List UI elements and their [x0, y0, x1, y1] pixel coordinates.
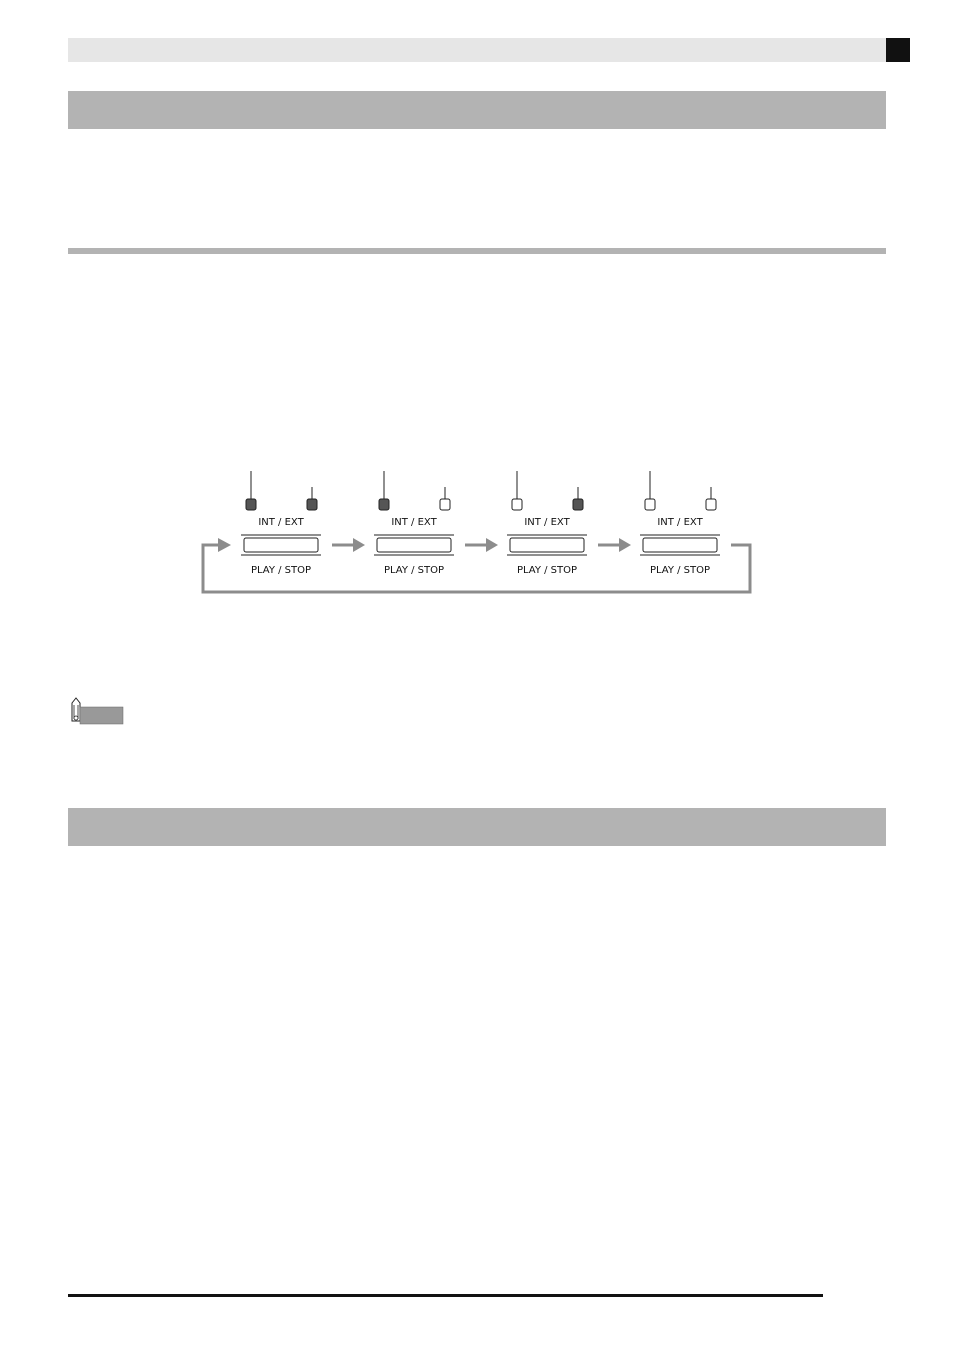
ext-led-indicator — [439, 498, 451, 511]
section-heading-band-2 — [68, 808, 886, 846]
ext-led-indicator — [572, 498, 584, 511]
pencil-icon — [71, 697, 81, 722]
return-loop-arrow — [201, 543, 752, 594]
int-ext-label: INT / EXT — [524, 517, 570, 528]
play-stop-button — [376, 537, 452, 553]
play-stop-label: PLAY / STOP — [650, 565, 710, 576]
play-stop-button — [642, 537, 718, 553]
note-badge — [71, 697, 124, 725]
int-led-indicator — [644, 498, 656, 511]
note-label-box — [79, 706, 124, 725]
chapter-tab — [886, 38, 910, 62]
int-ext-label: INT / EXT — [391, 517, 437, 528]
section-heading-band-1 — [68, 91, 886, 129]
arrow-head — [619, 538, 631, 552]
play-stop-label: PLAY / STOP — [251, 565, 311, 576]
int-led-indicator — [511, 498, 523, 511]
play-stop-label: PLAY / STOP — [384, 565, 444, 576]
int-led-indicator — [378, 498, 390, 511]
play-stop-button — [509, 537, 585, 553]
subsection-rule — [68, 248, 886, 254]
ext-led-indicator — [705, 498, 717, 511]
footer-rule — [68, 1294, 823, 1297]
int-led-indicator — [245, 498, 257, 511]
arrow-head — [486, 538, 498, 552]
arrow-head — [353, 538, 365, 552]
int-ext-cycle-diagram: INT / EXT PLAY / STOP INT / EXT PLAY / STOP… — [201, 471, 752, 594]
header-bar — [68, 38, 886, 62]
play-stop-button — [243, 537, 319, 553]
int-ext-label: INT / EXT — [258, 517, 304, 528]
play-stop-label: PLAY / STOP — [517, 565, 577, 576]
return-arrow-head — [218, 538, 231, 552]
ext-led-indicator — [306, 498, 318, 511]
int-ext-label: INT / EXT — [657, 517, 703, 528]
